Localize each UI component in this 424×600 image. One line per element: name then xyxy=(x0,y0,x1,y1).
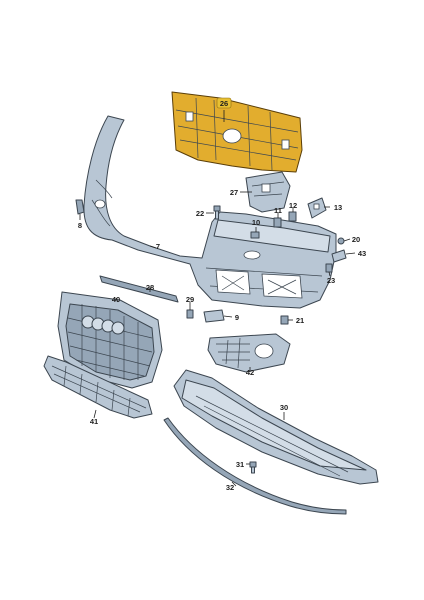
callout-26-highlight-box xyxy=(216,97,232,109)
part-30-spoiler[interactable] xyxy=(173,369,379,485)
callout-43[interactable]: 43 xyxy=(358,249,366,258)
part-23-clip[interactable] xyxy=(325,263,333,273)
part-31-screw[interactable] xyxy=(249,461,257,474)
callout-10[interactable]: 10 xyxy=(252,218,260,227)
part-28-strip[interactable] xyxy=(99,275,179,303)
part-41-lower-grille[interactable] xyxy=(43,355,153,419)
part-27-bracket[interactable] xyxy=(245,171,291,213)
callout-32[interactable]: 32 xyxy=(226,483,234,492)
callout-41[interactable]: 41 xyxy=(90,417,98,426)
part-26-impact-absorber[interactable] xyxy=(171,91,303,173)
callout-42[interactable]: 42 xyxy=(246,368,254,377)
callout-28[interactable]: 28 xyxy=(146,283,154,292)
callout-26[interactable]: 26 xyxy=(220,99,228,108)
callouts: 26 8 27 22 11 12 10 13 20 43 7 23 40 28 … xyxy=(78,97,366,492)
part-10-nut[interactable] xyxy=(250,231,260,239)
callout-40[interactable]: 40 xyxy=(112,295,120,304)
callout-12[interactable]: 12 xyxy=(289,201,297,210)
callout-8[interactable]: 8 xyxy=(78,221,82,230)
part-40-radiator-grille[interactable] xyxy=(57,291,163,389)
callout-29[interactable]: 29 xyxy=(186,295,194,304)
part-43-cover[interactable] xyxy=(331,249,347,263)
part-22-bolt[interactable] xyxy=(213,205,221,220)
callout-13[interactable]: 13 xyxy=(334,203,342,212)
part-8-clip[interactable] xyxy=(75,199,85,215)
part-7-bumper-cover[interactable] xyxy=(83,115,337,309)
callout-27[interactable]: 27 xyxy=(230,188,238,197)
callout-22[interactable]: 22 xyxy=(196,209,204,218)
callout-20[interactable]: 20 xyxy=(352,235,360,244)
part-29-clip[interactable] xyxy=(186,309,194,319)
part-20-screw[interactable] xyxy=(337,237,345,245)
callout-11[interactable]: 11 xyxy=(274,206,282,215)
part-11-clip[interactable] xyxy=(273,217,282,228)
part-12-clip[interactable] xyxy=(288,211,297,222)
callout-30[interactable]: 30 xyxy=(280,403,288,412)
callout-7[interactable]: 7 xyxy=(156,242,160,251)
part-13-bracket[interactable] xyxy=(307,197,327,219)
leader-lines xyxy=(79,110,356,487)
callout-31[interactable]: 31 xyxy=(236,460,244,469)
callout-23[interactable]: 23 xyxy=(327,276,335,285)
part-32-trim-strip[interactable] xyxy=(163,417,347,515)
part-9-cap[interactable] xyxy=(203,309,225,323)
part-42-fog-light-grille[interactable] xyxy=(207,333,291,373)
callout-9[interactable]: 9 xyxy=(235,313,239,322)
part-21-clip[interactable] xyxy=(280,315,289,325)
callout-21[interactable]: 21 xyxy=(296,316,304,325)
